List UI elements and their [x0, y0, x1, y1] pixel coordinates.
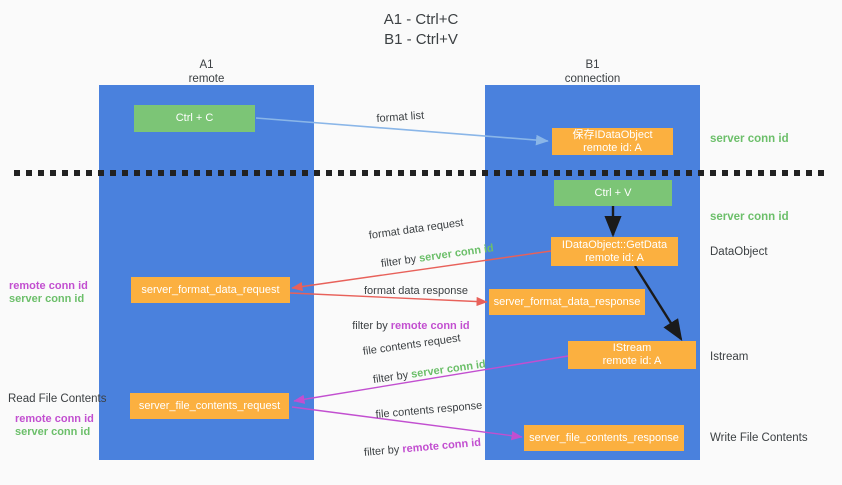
page-title: A1 - Ctrl+C B1 - Ctrl+V — [383, 11, 459, 48]
node-server-file-contents-response[interactable]: server_file_contents_response — [524, 425, 684, 451]
filter-prefix-text: filter by — [372, 368, 413, 387]
node-server-format-data-response[interactable]: server_format_data_response — [489, 289, 645, 315]
node-ctrl-c[interactable]: Ctrl + C — [134, 105, 255, 132]
filter-prefix-text: filter by — [363, 443, 403, 459]
filter-prefix-text: filter by — [352, 320, 391, 332]
filter-prefix-text: filter by — [380, 252, 421, 271]
column-header-a1: A1 remote — [188, 59, 225, 85]
right-label-dataobject: DataObject — [710, 246, 768, 258]
right-label-server-conn-id-1: server conn id — [710, 133, 789, 145]
edge-label-format-data-response-filter: filter by remote conn id — [340, 305, 470, 347]
left-label-remote-conn-id-1: remote conn id — [9, 280, 88, 292]
filter-value-server-conn-id: server conn id — [418, 242, 495, 265]
edge-label-format-data-response: format data response — [364, 285, 468, 297]
right-label-server-conn-id-2: server conn id — [710, 211, 789, 223]
edge-label-file-contents-response: file contents response — [375, 399, 483, 421]
node-istream[interactable]: IStream remote id: A — [568, 341, 696, 369]
node-save-idataobject[interactable]: 保存IDataObject remote id: A — [552, 128, 673, 155]
node-idataobject-getdata[interactable]: IDataObject::GetData remote id: A — [551, 237, 678, 266]
phase-divider-dashed-line — [14, 170, 829, 176]
node-ctrl-v[interactable]: Ctrl + V — [554, 180, 672, 206]
left-label-read-file-contents: Read File Contents — [8, 393, 107, 405]
filter-value-remote-conn-id: remote conn id — [401, 436, 482, 456]
edge-label-file-contents-response-filter: filter by remote conn id — [350, 422, 483, 475]
node-server-file-contents-request[interactable]: server_file_contents_request — [130, 393, 289, 419]
column-header-b1: B1 connection — [564, 59, 621, 85]
right-label-istream: Istream — [710, 351, 749, 363]
filter-value-server-conn-id: server conn id — [410, 358, 487, 381]
right-label-write-file-contents: Write File Contents — [710, 432, 808, 444]
left-label-server-conn-id-1: server conn id — [9, 293, 85, 305]
left-label-server-conn-id-2: server conn id — [15, 426, 91, 438]
node-server-format-data-request[interactable]: server_format_data_request — [131, 277, 290, 303]
edge-label-format-list: format list — [376, 109, 425, 125]
left-label-remote-conn-id-2: remote conn id — [15, 413, 94, 425]
filter-value-remote-conn-id: remote conn id — [390, 320, 470, 332]
